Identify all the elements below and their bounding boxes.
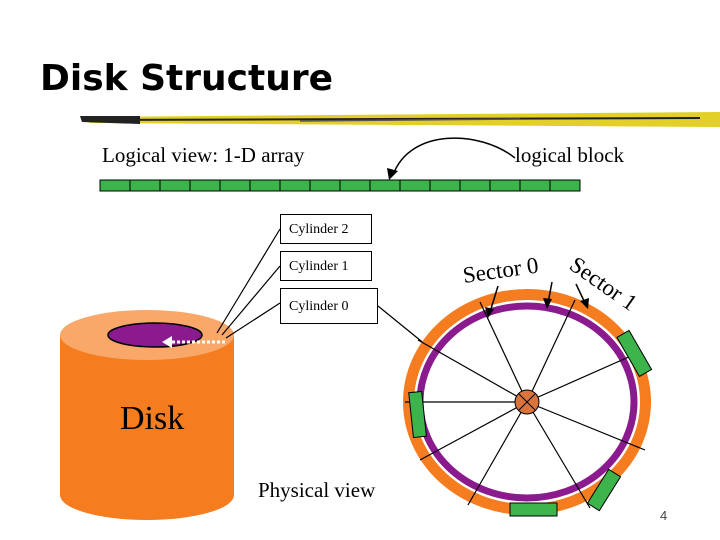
logical-block [249,179,281,192]
cylinder-1-box: Cylinder 1 [280,251,372,281]
disk-label: Disk [120,400,185,437]
platter-green-sectors [408,329,653,517]
logical-block [219,179,251,192]
logical-block [339,179,371,192]
slide-title: Disk Structure [40,58,333,99]
logical-block [369,179,401,192]
title-underline [80,112,720,127]
platter-sector-lines [405,299,646,509]
sector-arrowheads [485,298,589,318]
logical-block [309,179,341,192]
logical-view-label: Logical view: 1-D array [102,143,305,167]
logical-block-label: logical block [515,143,625,167]
logical-block [159,179,191,192]
logical-block [519,179,551,192]
physical-platter [403,289,653,517]
logical-block [99,179,131,192]
page-number: 4 [660,508,668,523]
logical-block [429,179,461,192]
logical-block-arrow [392,137,516,176]
logical-block-arrowhead [387,168,398,180]
disk-cylinder [60,310,234,520]
logical-block [459,179,491,192]
logical-block-array [99,179,581,192]
cylinder-0-box: Cylinder 0 [280,288,378,324]
logical-block [189,179,221,192]
logical-block [279,179,311,192]
physical-view-label: Physical view [258,478,376,502]
logical-block [399,179,431,192]
cylinder-leader-lines [216,228,427,346]
logical-block [489,179,521,192]
logical-block [129,179,161,192]
logical-block [549,179,581,192]
sector-0-label: Sector 0 [461,253,540,288]
cylinder-2-box: Cylinder 2 [280,214,372,244]
disk-arrowhead [162,336,172,348]
